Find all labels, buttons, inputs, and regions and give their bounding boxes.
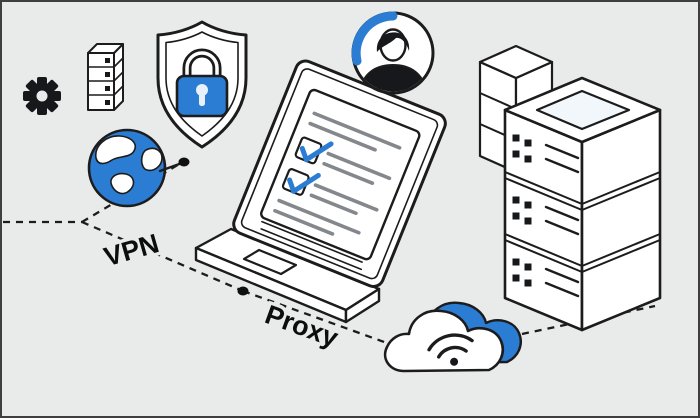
gear-icon — [23, 77, 61, 115]
server-towers-icon — [478, 44, 662, 332]
cloud-front — [383, 309, 505, 373]
checkmark-2 — [287, 172, 321, 194]
shield-lock-icon — [156, 20, 248, 149]
cloud-wifi-icon — [383, 301, 522, 373]
connector-dot-proxy — [237, 286, 249, 296]
dashed-line-vpn — [81, 220, 244, 293]
wifi-icon — [427, 333, 474, 366]
user-avatar-icon — [351, 11, 435, 95]
server-tower-front — [503, 76, 662, 332]
avatar-accent-arc — [351, 11, 398, 66]
laptop-icon — [194, 59, 447, 324]
laptop-base — [194, 227, 381, 324]
server-stack-small-icon — [87, 43, 124, 111]
keyhole — [196, 84, 208, 96]
checklist-document-icon — [260, 88, 421, 261]
dashed-line-proxy — [242, 289, 399, 349]
globe-icon — [87, 128, 184, 208]
tower-top-panel — [535, 89, 631, 131]
server-drawer-2 — [512, 196, 580, 236]
avatar-hair — [376, 32, 410, 52]
checkmark-1 — [299, 141, 334, 163]
globe-connector — [158, 161, 184, 173]
laptop-screen — [232, 59, 447, 288]
connector-dot-globe — [178, 157, 190, 167]
server-drawer-1 — [512, 134, 580, 174]
server-drawer-3 — [512, 258, 580, 298]
trackpad — [242, 248, 298, 276]
